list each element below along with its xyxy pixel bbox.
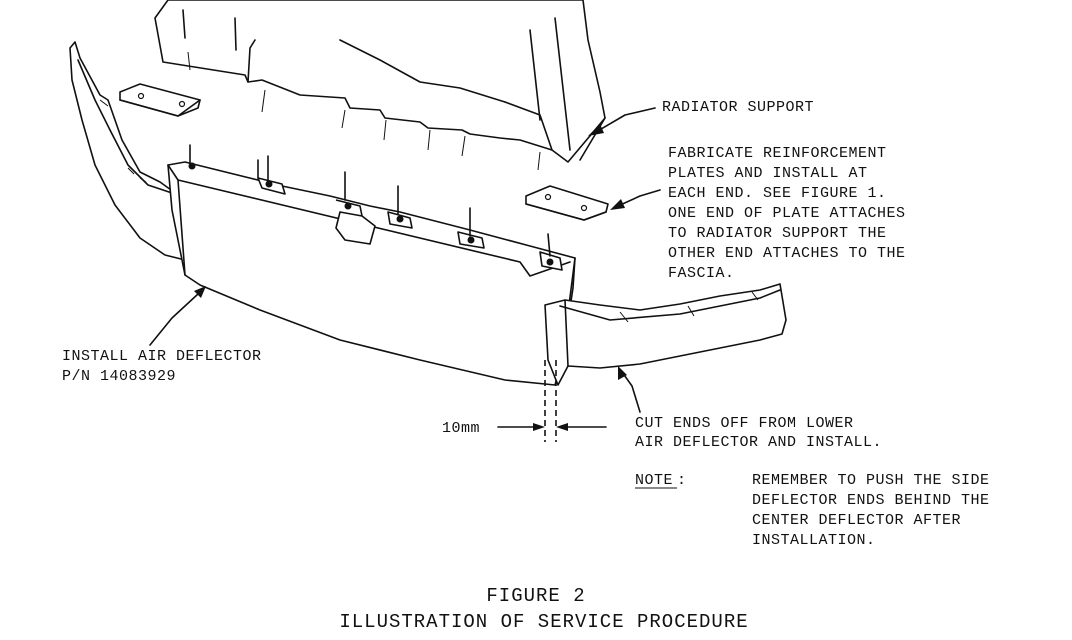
cut-line: AIR DEFLECTOR AND INSTALL. xyxy=(635,434,882,451)
reinforcement-plate-left xyxy=(119,83,201,117)
side-deflector-right xyxy=(544,283,787,386)
label-fabricate: FABRICATE REINFORCEMENT PLATES AND INSTA… xyxy=(668,145,906,282)
note-block: NOTE : REMEMBER TO PUSH THE SIDE DEFLECT… xyxy=(635,472,990,549)
caption-title: ILLUSTRATION OF SERVICE PROCEDURE xyxy=(339,611,748,633)
radiator-support-label: RADIATOR SUPPORT xyxy=(662,99,814,116)
fabricate-line: PLATES AND INSTALL AT xyxy=(668,165,868,182)
center-air-deflector xyxy=(167,144,576,386)
part-number: P/N 14083929 xyxy=(62,368,176,385)
note-colon: : xyxy=(677,472,687,489)
label-install: INSTALL AIR DEFLECTOR P/N 14083929 xyxy=(62,348,262,385)
note-line: REMEMBER TO PUSH THE SIDE xyxy=(752,472,990,489)
note-heading: NOTE xyxy=(635,472,673,489)
caption-figure-number: FIGURE 2 xyxy=(486,585,585,607)
cut-dimension xyxy=(497,360,607,442)
label-radiator-support: RADIATOR SUPPORT xyxy=(662,99,814,116)
fabricate-line: TO RADIATOR SUPPORT THE xyxy=(668,225,887,242)
note-line: INSTALLATION. xyxy=(752,532,876,549)
dimension-label: 10mm xyxy=(442,420,480,437)
figure-caption: FIGURE 2 ILLUSTRATION OF SERVICE PROCEDU… xyxy=(339,585,748,633)
label-cut: CUT ENDS OFF FROM LOWER AIR DEFLECTOR AN… xyxy=(635,415,882,451)
fabricate-line: OTHER END ATTACHES TO THE xyxy=(668,245,906,262)
fabricate-line: FASCIA. xyxy=(668,265,735,282)
side-deflector-left xyxy=(69,41,186,261)
cut-line: CUT ENDS OFF FROM LOWER xyxy=(635,415,854,432)
fabricate-line: FABRICATE REINFORCEMENT xyxy=(668,145,887,162)
radiator-support-drawing xyxy=(154,0,606,171)
fabricate-line: EACH END. SEE FIGURE 1. xyxy=(668,185,887,202)
label-dimension: 10mm xyxy=(442,420,480,437)
reinforcement-plate-right xyxy=(525,185,609,221)
note-line: DEFLECTOR ENDS BEHIND THE xyxy=(752,492,990,509)
fabricate-line: ONE END OF PLATE ATTACHES xyxy=(668,205,906,222)
note-line: CENTER DEFLECTOR AFTER xyxy=(752,512,961,529)
install-line: INSTALL AIR DEFLECTOR xyxy=(62,348,262,365)
leader-arrows xyxy=(149,107,661,413)
